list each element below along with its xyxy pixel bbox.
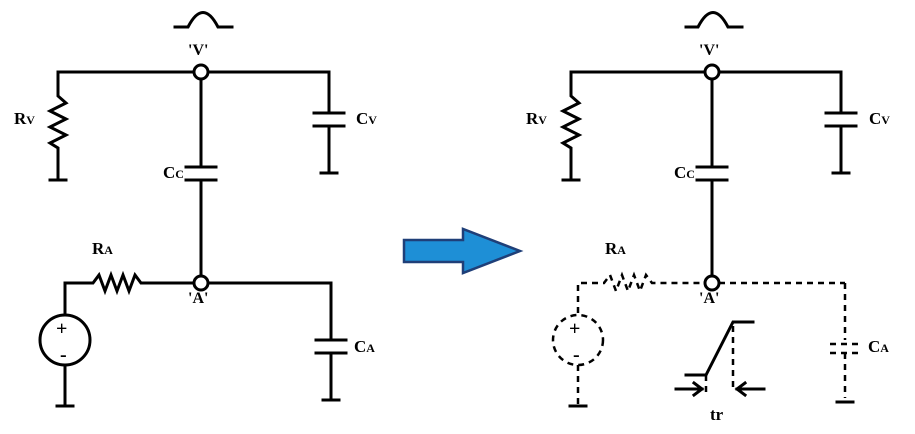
left-circuit: 'V' RV CV CC 'A' RA + - CA [14, 11, 377, 408]
left-cc-capacitor [184, 77, 218, 278]
right-cv-capacitor [824, 70, 858, 175]
left-source-plus: + [56, 318, 67, 340]
right-node-v-label: 'V' [699, 42, 719, 59]
right-node-a [703, 274, 721, 292]
rise-time-arrow-left-icon [674, 380, 705, 398]
left-node-v-label: 'V' [188, 42, 208, 59]
right-spike-waveform [684, 11, 744, 29]
right-ca-plates-dashed [830, 342, 860, 355]
right-source-minus: - [573, 344, 580, 366]
left-rv-label: RV [14, 109, 35, 128]
right-node-v [703, 63, 721, 81]
right-ra-label: RA [605, 239, 626, 258]
left-ra-label: RA [92, 239, 113, 258]
left-ca-capacitor [314, 281, 348, 402]
left-ca-label: CA [354, 337, 375, 356]
right-voltage-source-dashed [551, 313, 605, 367]
left-cv-label: CV [356, 109, 377, 128]
right-bottom-wire-dashed [576, 271, 845, 313]
right-rv-resistor [559, 70, 583, 182]
right-circuit: 'V' RV CV CC 'A' RA + - CA tr [526, 11, 890, 424]
transform-arrow-icon [402, 227, 524, 275]
ramp-step-waveform [684, 320, 755, 377]
rise-time-label: tr [710, 405, 724, 424]
left-cc-label: CC [163, 163, 184, 182]
left-source-minus: - [60, 344, 67, 366]
left-node-a [192, 274, 210, 292]
left-bottom-wire [63, 270, 333, 315]
right-node-a-label: 'A' [699, 290, 719, 307]
right-cc-capacitor [695, 77, 729, 278]
right-ca-label: CA [868, 337, 889, 356]
right-cv-label: CV [869, 109, 890, 128]
rise-time-arrow-right-icon [734, 380, 766, 398]
right-rv-label: RV [526, 109, 547, 128]
left-cv-capacitor [312, 70, 346, 175]
left-source-ground [55, 363, 75, 408]
left-node-a-label: 'A' [188, 290, 208, 307]
left-rv-resistor [46, 70, 70, 182]
right-source-plus: + [569, 318, 580, 340]
left-node-v [192, 63, 210, 81]
right-cc-label: CC [674, 163, 695, 182]
left-spike-waveform [173, 11, 234, 29]
